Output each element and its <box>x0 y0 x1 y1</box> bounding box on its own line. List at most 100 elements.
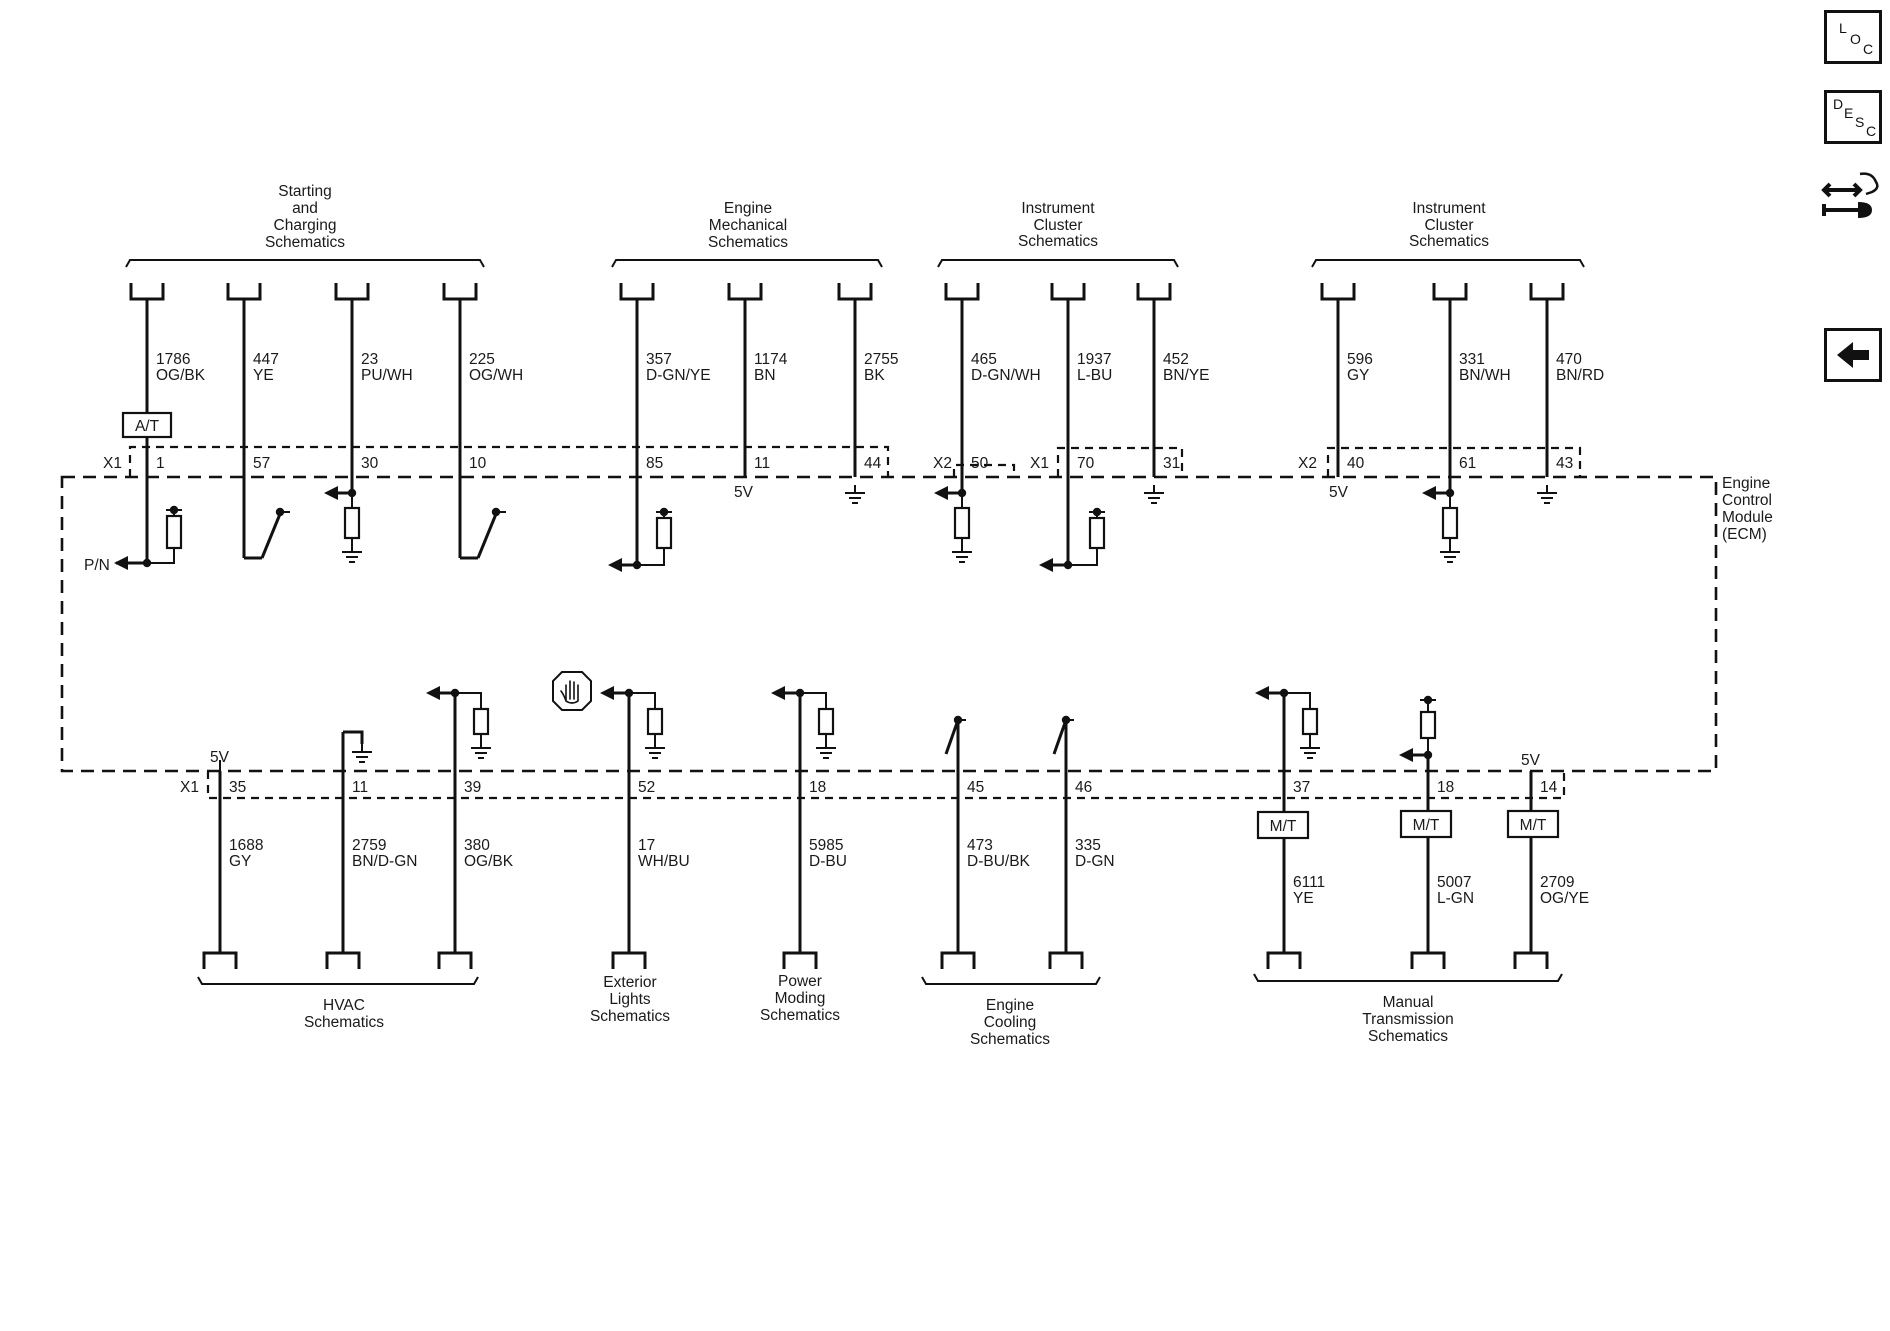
bottom-wires: 351688GY112759BN/D-GN39380OG/BK5217WH/BU… <box>202 693 1589 969</box>
group-power-moding: Power Moding Schematics <box>760 973 840 1024</box>
switch-blade <box>944 719 960 755</box>
mt-option-box: M/T <box>1399 809 1453 839</box>
svg-text:Lights: Lights <box>609 991 651 1008</box>
svg-text:Schematics: Schematics <box>970 1031 1050 1048</box>
arrows-wrench-icon <box>1821 172 1879 218</box>
resistor <box>817 707 835 736</box>
connector-x1-bottom-outline <box>206 771 1566 800</box>
ground-symbol <box>645 740 665 759</box>
terminal <box>611 951 647 969</box>
ground-symbol <box>342 544 362 563</box>
back-button[interactable] <box>1824 328 1882 382</box>
terminal <box>1432 283 1468 301</box>
ground-symbol <box>352 744 372 763</box>
svg-text:Instrument: Instrument <box>1412 200 1486 217</box>
wire-color: OG/BK <box>156 367 206 384</box>
wire-line <box>1420 699 1436 706</box>
pin-number: 45 <box>967 779 984 796</box>
resistor <box>953 506 971 540</box>
desc-letter: E <box>1844 105 1854 121</box>
svg-text:Schematics: Schematics <box>1018 233 1098 250</box>
mt-option-box: M/T <box>1506 809 1560 839</box>
svg-text:Control: Control <box>1722 492 1772 509</box>
resistor <box>1419 710 1437 740</box>
circuit-number: 5985 <box>809 837 843 854</box>
svg-text:Schematics: Schematics <box>590 1008 670 1025</box>
loc-letter: L <box>1839 20 1847 36</box>
terminal <box>129 283 165 301</box>
hand-stop-icon[interactable] <box>552 671 592 711</box>
circuit-number: 335 <box>1075 837 1101 854</box>
connector-x2-top-b-outline <box>1326 446 1582 477</box>
wire-line <box>455 692 482 703</box>
circuit-number: 473 <box>967 837 993 854</box>
pin-number: 61 <box>1459 455 1476 472</box>
group-engine-cooling: Engine Cooling Schematics <box>921 976 1101 1048</box>
terminal <box>837 283 873 301</box>
group-manual-transmission: Manual Transmission Schematics <box>1253 973 1563 1045</box>
location-button[interactable]: L O C <box>1824 10 1882 64</box>
svg-text:Schematics: Schematics <box>708 234 788 251</box>
svg-text:Moding: Moding <box>775 990 826 1007</box>
wire-color: BN <box>754 367 776 384</box>
ecm-boundary <box>60 475 1718 773</box>
terminal <box>1050 283 1086 301</box>
svg-text:Charging: Charging <box>274 217 337 234</box>
wire-color: L-BU <box>1077 367 1112 384</box>
terminal <box>1513 951 1549 969</box>
resistor <box>655 516 673 550</box>
ground-symbol <box>471 740 491 759</box>
service-repair-icon[interactable] <box>1820 168 1884 232</box>
pin-number: 18 <box>1437 779 1454 796</box>
arrow-left-icon <box>771 686 785 700</box>
connector-x1-top-b-outline <box>1056 446 1184 477</box>
wire-color: D-GN/WH <box>971 367 1041 384</box>
circuit-number: 465 <box>971 351 997 368</box>
switch-blade <box>476 513 498 559</box>
wire-color: YE <box>253 367 274 384</box>
svg-text:Schematics: Schematics <box>760 1007 840 1024</box>
svg-text:Cluster: Cluster <box>1033 217 1082 234</box>
svg-text:Power: Power <box>778 973 822 990</box>
park-neutral-label: P/N <box>84 557 110 574</box>
resistor <box>472 707 490 736</box>
wire-color: D-BU/BK <box>967 853 1031 870</box>
circuit-number: 225 <box>469 351 495 368</box>
svg-text:(ECM): (ECM) <box>1722 526 1767 543</box>
resistor <box>165 514 183 550</box>
wire-color: OG/WH <box>469 367 523 384</box>
wire-line <box>637 554 665 566</box>
switch-blade <box>1052 719 1068 755</box>
circuit-number: 1174 <box>754 351 788 368</box>
terminal <box>202 951 238 969</box>
circuit-number: 470 <box>1556 351 1582 368</box>
arrow-left-icon <box>1422 486 1436 500</box>
terminal <box>1529 283 1565 301</box>
arrow-left-icon <box>426 686 440 700</box>
wire-line <box>1284 692 1311 703</box>
circuit-number: 23 <box>361 351 378 368</box>
svg-text:M/T: M/T <box>1520 817 1547 834</box>
wire-color: WH/BU <box>638 853 690 870</box>
mt-option-box: M/T <box>1256 810 1310 840</box>
circuit-number: 331 <box>1459 351 1485 368</box>
switch-blade <box>260 513 282 559</box>
connector-label-x2: X2 <box>933 455 952 472</box>
wire-line <box>343 730 364 744</box>
description-button[interactable]: D E S C <box>1824 90 1882 144</box>
svg-text:Schematics: Schematics <box>1409 233 1489 250</box>
svg-text:Schematics: Schematics <box>304 1014 384 1031</box>
wire-color: D-BU <box>809 853 847 870</box>
svg-text:A/T: A/T <box>135 418 160 435</box>
svg-text:Cluster: Cluster <box>1424 217 1473 234</box>
